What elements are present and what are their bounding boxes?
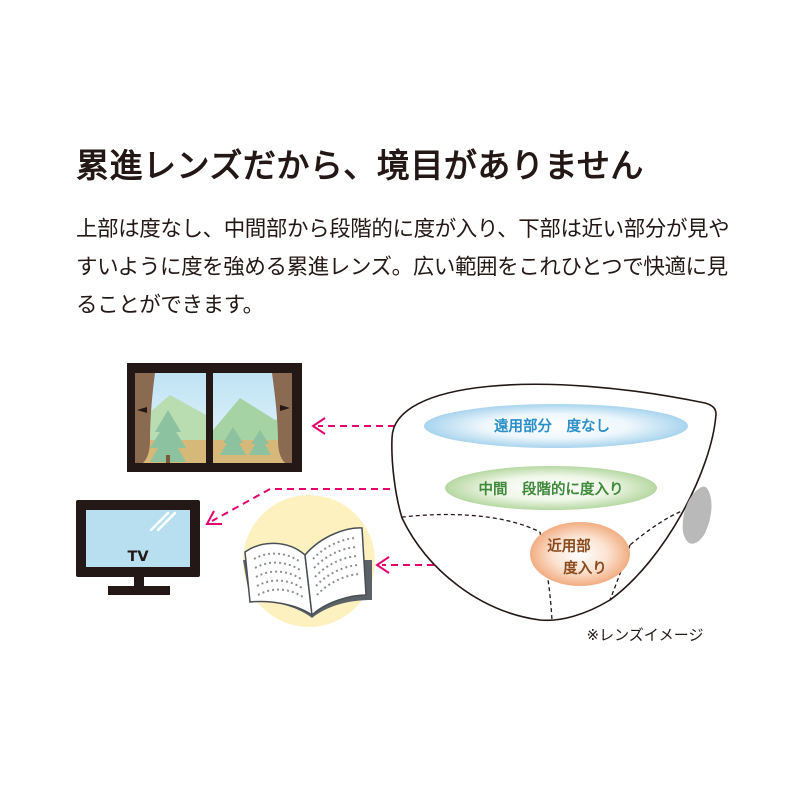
zone-label-far: 遠用部分 度なし (494, 417, 610, 435)
arrow-left-icon (205, 488, 450, 525)
window-landscape-icon (127, 363, 302, 472)
description-line: 上部は度なし、中間部から段階的に度が入り、下部は近い部分が見や (76, 217, 730, 242)
tv-icon: TV (76, 500, 200, 595)
description-line: ることができます。 (76, 293, 264, 318)
arrow-left-icon (311, 417, 455, 435)
zone-label-near-line2: 度入り (563, 559, 607, 577)
zone-label-middle: 中間 段階的に度入り (479, 480, 624, 498)
page-title: 累進レンズだから、境目がありません (76, 146, 644, 185)
tv-label: TV (127, 549, 149, 565)
description: 上部は度なし、中間部から段階的に度が入り、下部は近い部分が見や すいように度を強… (76, 211, 736, 325)
progressive-lens (391, 383, 717, 622)
description-line: すいように度を強める累進レンズ。広い範囲をこれひとつで快適に見 (76, 255, 728, 280)
zone-label-near-line1: 近用部 (547, 537, 591, 555)
open-book-icon (243, 495, 375, 627)
lens-caption: ※レンズイメージ (587, 626, 704, 644)
